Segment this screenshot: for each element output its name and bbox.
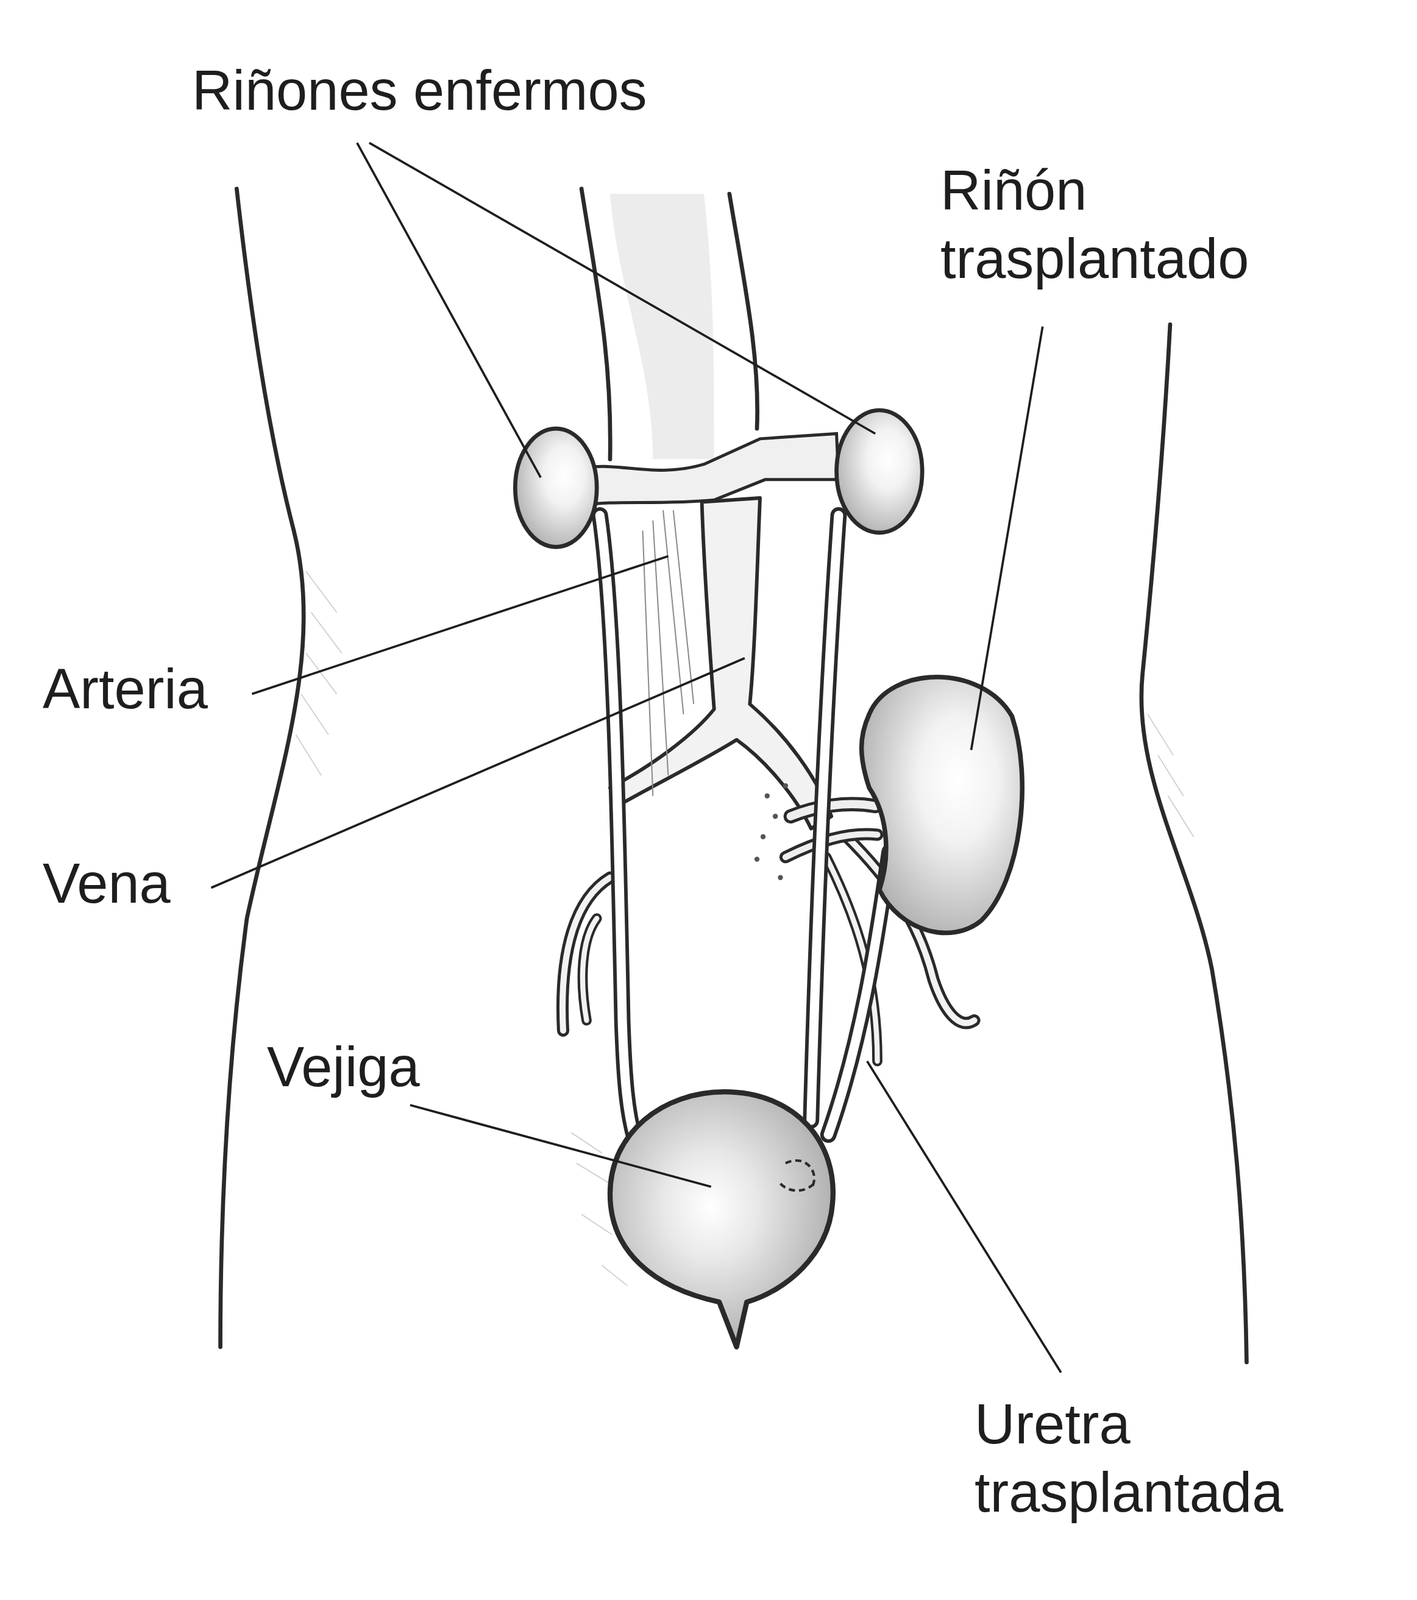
part-label: Riñón trasplantado bbox=[940, 156, 1319, 293]
suture-dots bbox=[754, 783, 789, 881]
vein-artery-trunk bbox=[610, 497, 832, 829]
body-outline bbox=[220, 188, 1247, 1363]
part-label: Riñones enfermos bbox=[191, 56, 648, 125]
renal-vessels bbox=[581, 433, 839, 505]
great-vessels bbox=[581, 188, 758, 460]
part-label: Uretra trasplantada bbox=[974, 1389, 1353, 1527]
vessel-fill bbox=[610, 193, 715, 459]
leader-lines bbox=[210, 142, 1061, 1372]
part-label: Vena bbox=[42, 848, 171, 918]
diseased-kidney bbox=[514, 428, 597, 547]
graft-vessels bbox=[785, 803, 878, 857]
transplanted-kidney bbox=[861, 677, 1023, 934]
part-label: Vejiga bbox=[266, 1032, 420, 1101]
part-label: Arteria bbox=[42, 654, 208, 723]
bladder bbox=[610, 1091, 834, 1347]
ureters bbox=[599, 514, 890, 1138]
diseased-kidney bbox=[836, 410, 923, 533]
ureter-insertion bbox=[780, 1160, 815, 1191]
vessel-hatching bbox=[642, 510, 695, 796]
